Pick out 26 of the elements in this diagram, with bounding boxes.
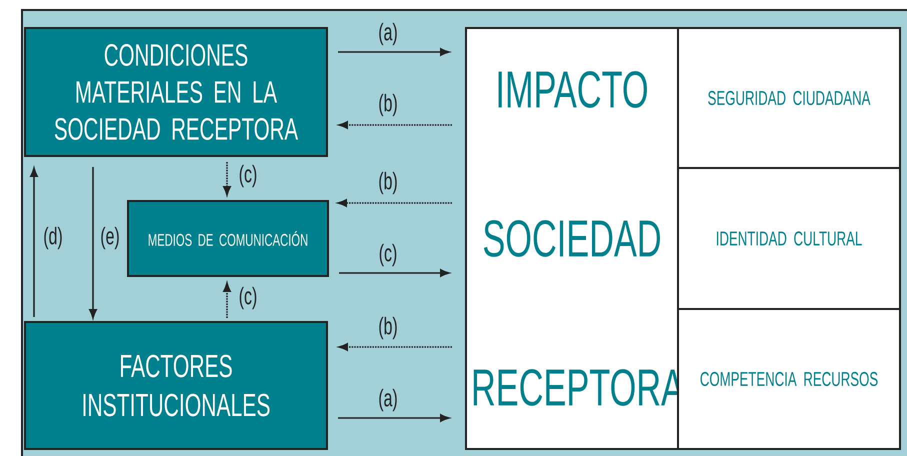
arrow: [338, 343, 452, 351]
process-box: FACTORES INSTITUCIONALES: [24, 321, 328, 450]
table-cell: IDENTIDAD CULTURAL: [677, 167, 901, 310]
arrow: [223, 282, 231, 318]
edge-label: (c): [238, 286, 258, 310]
table-cell: SEGURIDAD CIUDADANA: [677, 27, 901, 169]
edge-label: (b): [377, 92, 399, 118]
edge-label: (e): [99, 226, 121, 250]
edge-label: (d): [42, 226, 64, 250]
edge-label: (c): [238, 164, 258, 188]
arrow: [89, 167, 97, 318]
edge-label: (a): [377, 388, 399, 412]
arrow: [30, 168, 38, 317]
arrow: [338, 121, 452, 129]
arrow: [338, 199, 452, 207]
edge-label: (b): [377, 316, 399, 340]
arrow: [339, 269, 450, 277]
arrow: [223, 162, 231, 196]
table-cell: COMPETENCIA RECURSOS: [677, 308, 901, 450]
process-box: CONDICIONES MATERIALES EN LA SOCIEDAD RECEPTORA: [24, 27, 328, 157]
edge-label: (c): [378, 242, 398, 268]
arrow: [338, 48, 450, 56]
edge-label: (a): [377, 22, 399, 46]
edge-label: (b): [377, 170, 399, 196]
process-box: MEDIOS DE COMUNICACIÓN: [127, 200, 329, 277]
arrow: [338, 414, 450, 422]
